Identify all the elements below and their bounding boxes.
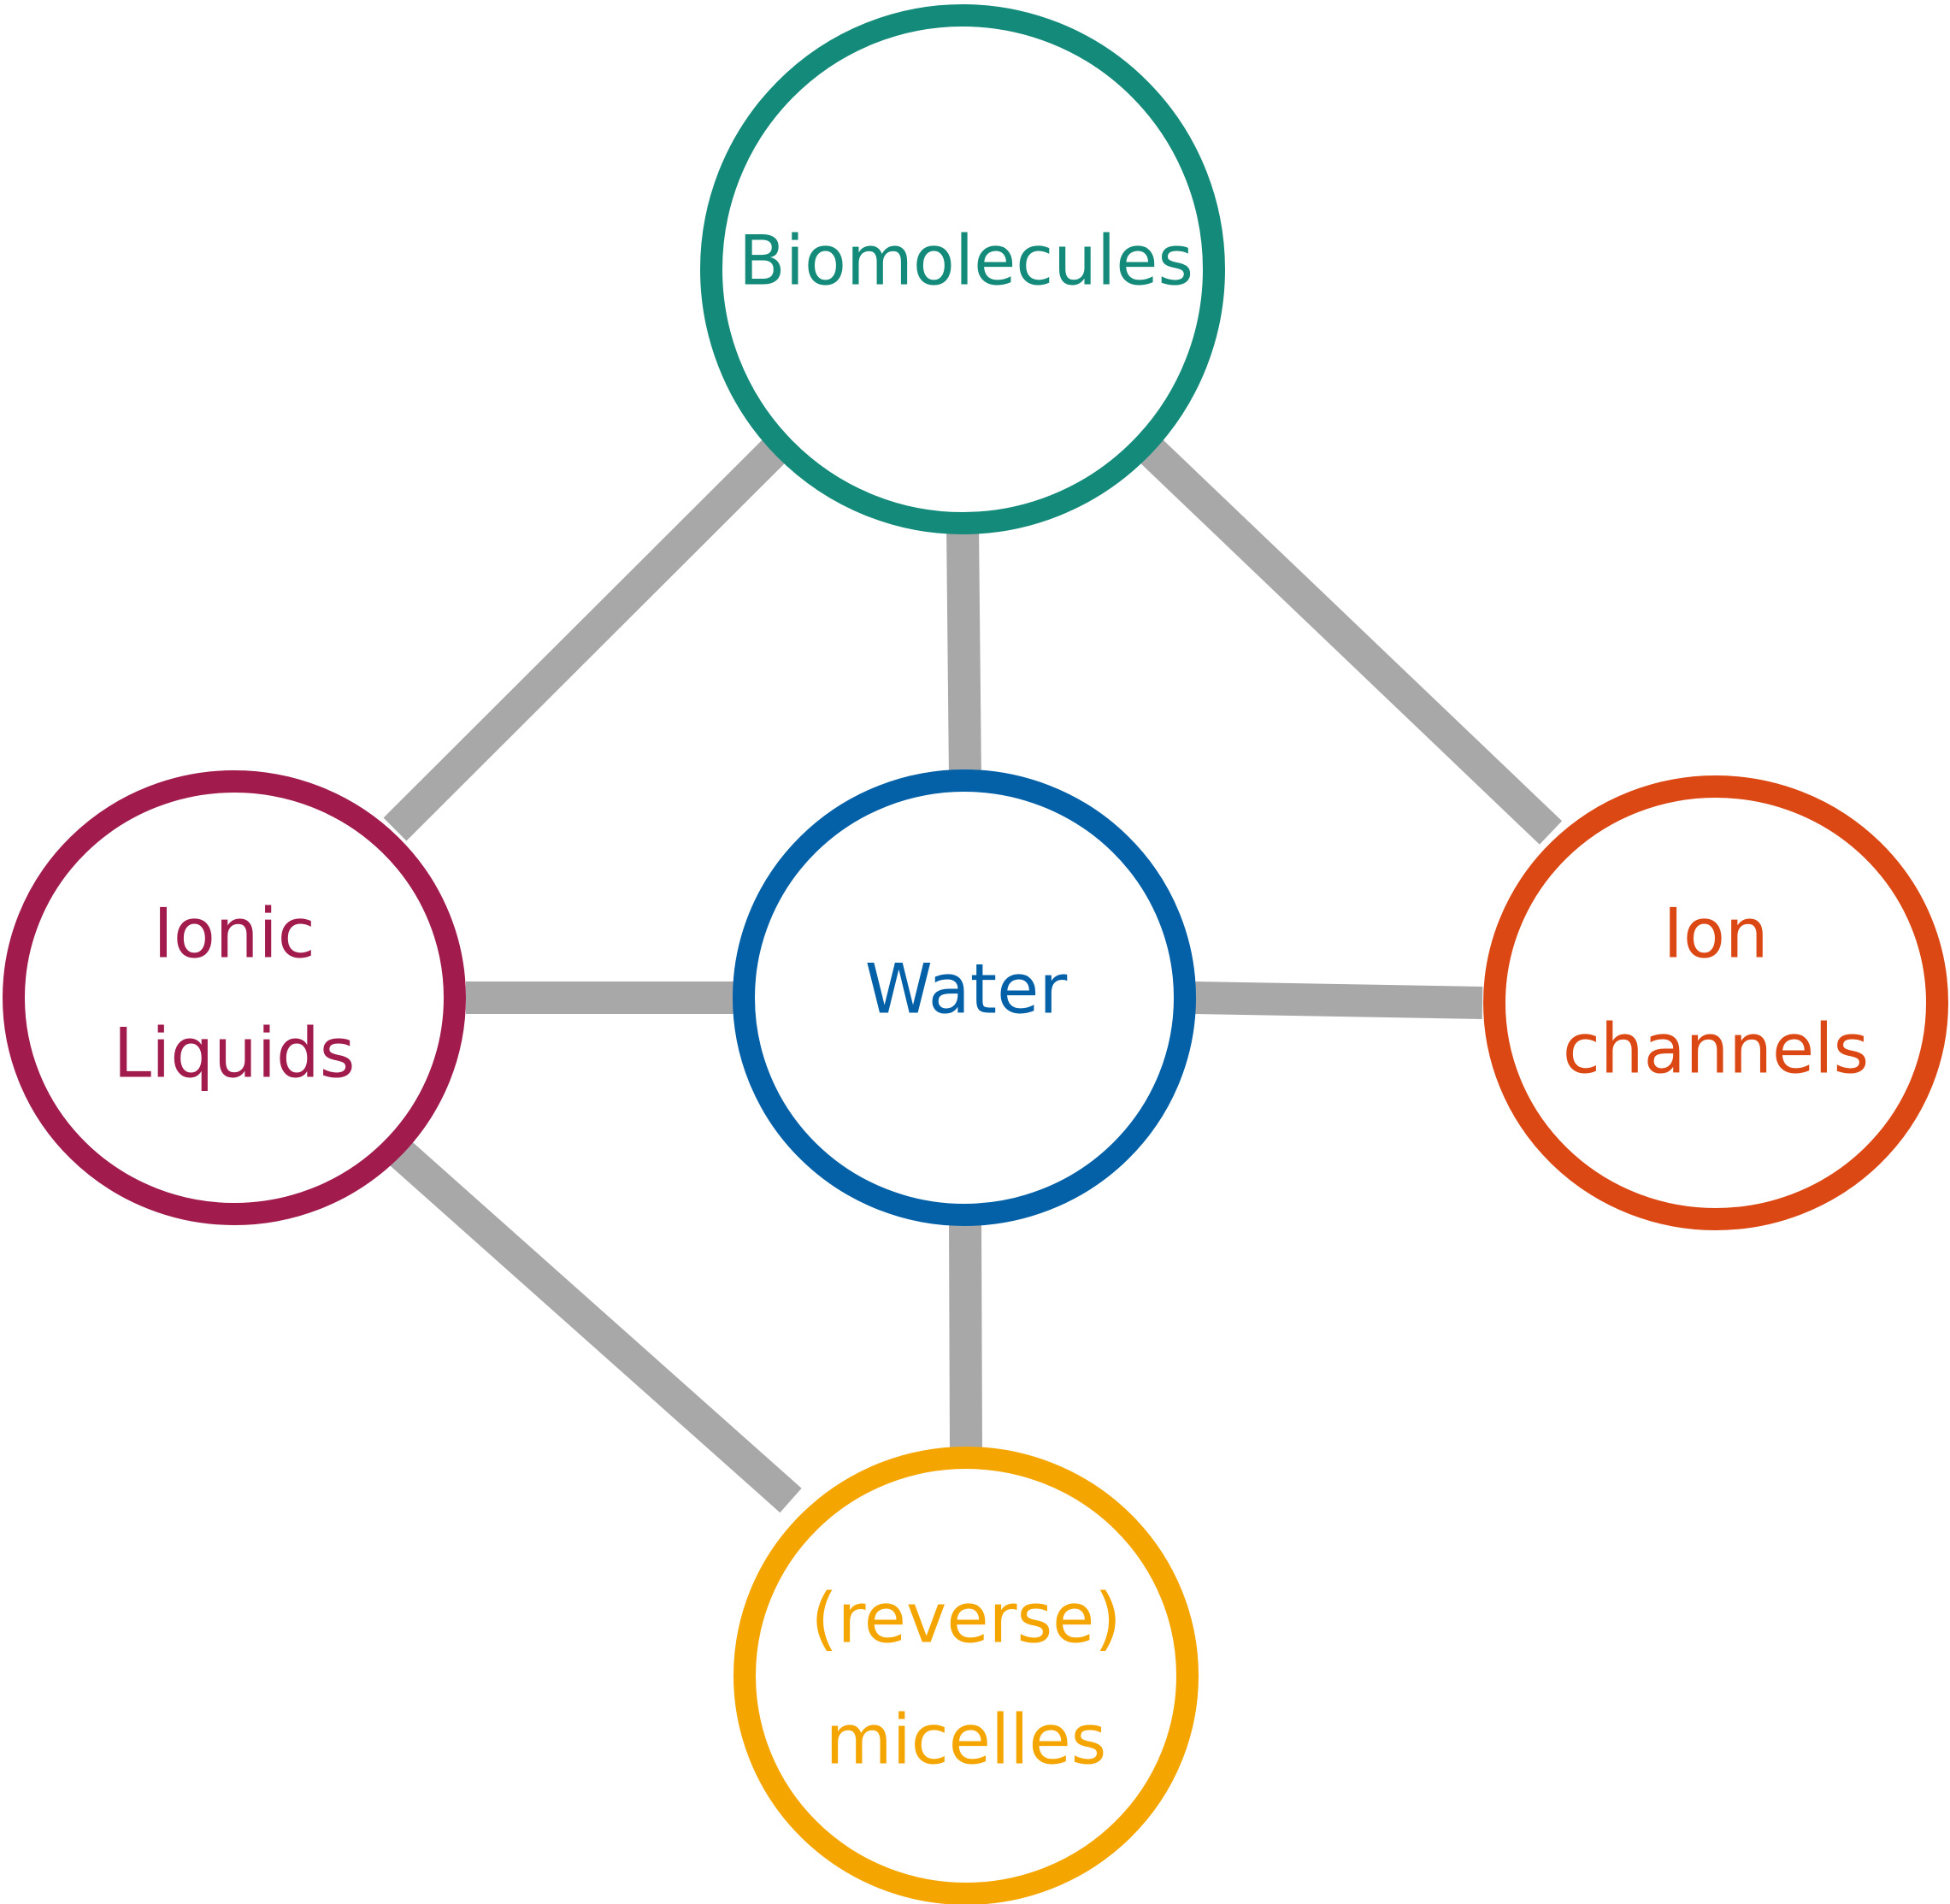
node-water: Water <box>733 769 1196 1226</box>
micelles-label-line1: (reverse) <box>810 1579 1121 1659</box>
edge-biomolecules-ionic-liquids <box>383 437 788 841</box>
edge-water-micelles <box>949 1217 982 1454</box>
ion-channels-label-line2: channels <box>1563 1010 1869 1089</box>
ionic-liquids-label-line2: Liquids <box>114 1014 356 1093</box>
ionic-liquids-circle <box>3 770 466 1225</box>
biomolecules-circle <box>700 4 1225 534</box>
ion-channels-label-line1: Ion <box>1663 894 1768 974</box>
edge-ionic-liquids-micelles <box>384 1135 802 1513</box>
water-circle <box>733 769 1196 1226</box>
ionic-liquids-label-line1: Ionic <box>153 894 315 974</box>
ion-channels-circle <box>1483 775 1948 1230</box>
edge-biomolecules-water <box>946 522 981 781</box>
node-biomolecules: Biomolecules <box>700 4 1225 534</box>
edges <box>383 437 1563 1513</box>
water-label: Water <box>865 950 1068 1029</box>
edge-biomolecules-ion-channels <box>1137 437 1563 845</box>
edge-water-ion-channels <box>1194 981 1483 1019</box>
node-micelles: (reverse) micelles <box>733 1447 1199 1904</box>
micelles-label-line2: micelles <box>826 1701 1107 1780</box>
biomolecules-label: Biomolecules <box>739 221 1193 301</box>
node-ion-channels: Ion channels <box>1483 775 1948 1230</box>
micelles-circle <box>733 1447 1199 1904</box>
node-ionic-liquids: Ionic Liquids <box>3 770 466 1225</box>
